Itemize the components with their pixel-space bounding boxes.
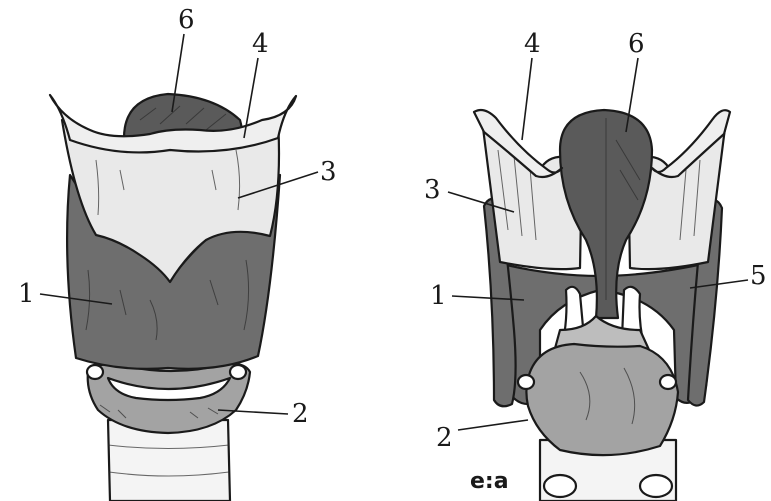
right-label-2: 2 [436,420,528,453]
svg-text:5: 5 [750,261,767,291]
right-cricoid-cartilage [518,344,678,455]
svg-text:1: 1 [18,279,35,309]
svg-text:6: 6 [628,29,645,59]
left-larynx-view: 6 4 3 1 2 [18,5,337,501]
right-label-4: 4 [522,29,541,140]
left-joint-right [230,365,246,379]
svg-text:3: 3 [424,175,441,205]
right-cricoid-shape [526,344,678,455]
svg-text:2: 2 [436,423,453,453]
right-larynx-view: 4 6 3 5 1 2 e:a [424,29,767,501]
svg-text:4: 4 [252,29,269,59]
svg-text:6: 6 [178,5,195,35]
artist-signature: e:a [470,469,509,494]
svg-text:1: 1 [430,281,447,311]
right-label-6: 6 [626,29,645,132]
svg-text:4: 4 [524,29,541,59]
svg-text:2: 2 [292,399,309,429]
left-joint-left [87,365,103,379]
svg-text:3: 3 [320,157,337,187]
